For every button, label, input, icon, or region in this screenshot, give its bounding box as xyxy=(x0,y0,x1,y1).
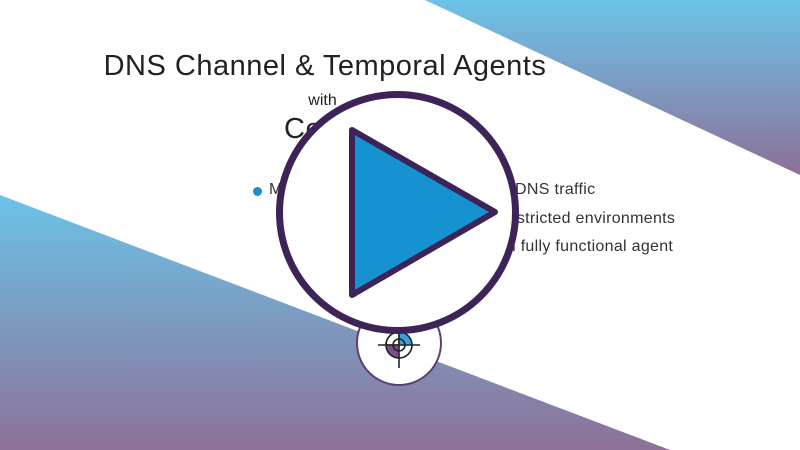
slide-title-connector: with xyxy=(308,92,337,109)
play-button[interactable] xyxy=(275,90,520,335)
slide-title: DNS Channel & Temporal Agents xyxy=(103,50,547,82)
bullet-text-3: th fully functional agent xyxy=(502,238,674,255)
top-right-stripe xyxy=(425,0,800,175)
play-icon xyxy=(349,127,498,298)
bullet-text-1-end: s DNS traffic xyxy=(502,181,596,198)
bullet-text-2: restricted environments xyxy=(502,210,676,227)
bottom-left-stripe xyxy=(0,195,670,450)
bullet-dot xyxy=(253,187,262,196)
